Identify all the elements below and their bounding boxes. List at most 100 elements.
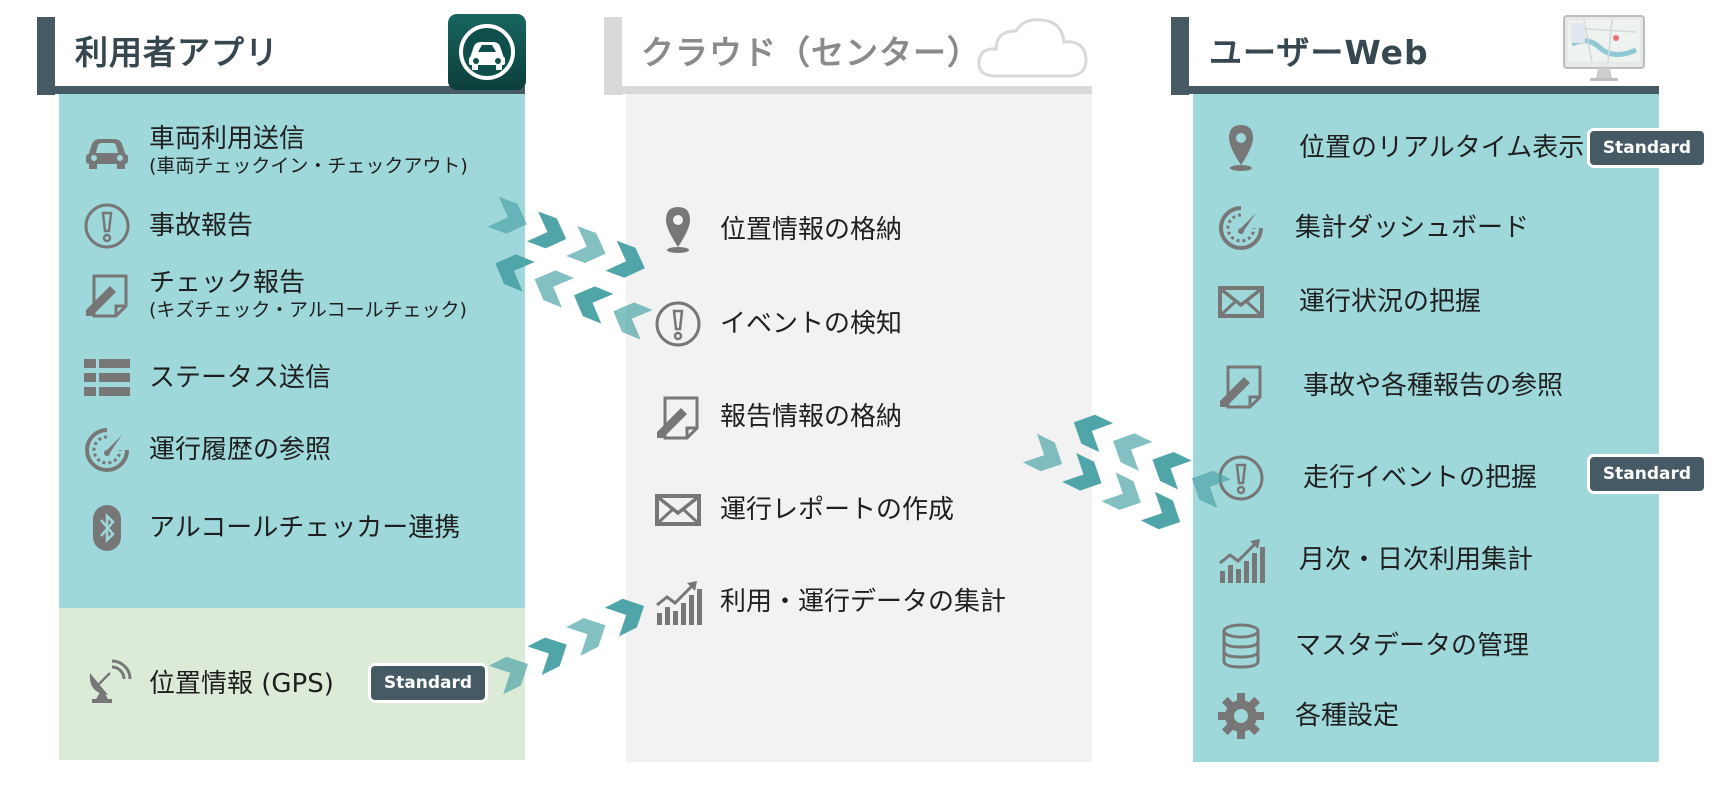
gear-icon bbox=[1215, 690, 1267, 742]
chevron-arrow-icon bbox=[1073, 414, 1114, 453]
list-item: 事故報告 bbox=[81, 200, 253, 252]
header-accent-bar bbox=[1171, 17, 1189, 95]
list-item: 運行レポートの作成 bbox=[652, 484, 954, 536]
chevron-arrow-icon bbox=[1062, 453, 1102, 491]
alert-circle-icon bbox=[81, 200, 133, 252]
item-label: 位置情報の格納 bbox=[720, 215, 903, 245]
list-item: 集計ダッシュボード bbox=[1215, 202, 1529, 254]
cloud-icon bbox=[976, 14, 1090, 80]
chevron-arrow-icon bbox=[1140, 491, 1181, 530]
chevron-arrow-icon bbox=[1152, 452, 1192, 490]
speedometer-icon bbox=[81, 424, 133, 476]
cloud-panel: 位置情報の格納 イベントの検知 報告情報の格納 運行レポートの作成 利用・運行デ… bbox=[626, 94, 1092, 762]
item-label: 利用・運行データの集計 bbox=[720, 587, 1007, 617]
cloud-title: クラウド（センター） bbox=[641, 33, 981, 72]
item-sublabel: (キズチェック・アルコールチェック) bbox=[149, 299, 467, 321]
item-label: チェック報告 bbox=[149, 268, 306, 298]
item-label: 各種設定 bbox=[1295, 701, 1400, 731]
standard-badge: Standard bbox=[1587, 454, 1707, 494]
list-item: 各種設定 bbox=[1215, 690, 1399, 742]
item-sublabel: (車両チェックイン・チェックアウト) bbox=[149, 155, 468, 177]
web-features-panel: 位置のリアルタイム表示 集計ダッシュボード 運行状況の把握 事故や各種報告の参照… bbox=[1193, 94, 1659, 762]
arrow-gps-to-cloud bbox=[488, 598, 645, 695]
arrow-cloud-to-app bbox=[495, 254, 653, 340]
bluetooth-icon bbox=[81, 502, 133, 554]
gps-panel: 位置情報 (GPS) Standard bbox=[59, 608, 525, 760]
arrow-web-to-cloud bbox=[1073, 414, 1232, 509]
chevron-arrow-icon bbox=[566, 618, 606, 656]
chevron-arrow-icon bbox=[534, 270, 575, 308]
header-accent-bar bbox=[604, 17, 622, 95]
list-item: 事故や各種報告の参照 bbox=[1215, 360, 1563, 412]
web-title: ユーザーWeb bbox=[1209, 33, 1429, 72]
chevron-arrow-icon bbox=[1113, 433, 1153, 471]
list-item: チェック報告 (キズチェック・アルコールチェック) bbox=[81, 268, 467, 322]
alert-circle-icon bbox=[652, 298, 704, 350]
chevron-arrow-icon bbox=[605, 240, 645, 278]
list-item: 走行イベントの把握 bbox=[1215, 452, 1537, 504]
standard-badge: Standard bbox=[1587, 128, 1707, 168]
arrow-cloud-to-web bbox=[1022, 433, 1181, 530]
header-underline bbox=[37, 86, 525, 94]
chevron-arrow-icon bbox=[573, 286, 614, 324]
bar-chart-icon bbox=[1215, 534, 1267, 586]
item-label: 車両利用送信 bbox=[149, 124, 306, 154]
chevron-arrow-icon bbox=[488, 656, 529, 695]
list-item: ステータス送信 bbox=[81, 352, 331, 404]
chevron-arrow-icon bbox=[526, 211, 567, 249]
item-label: 運行履歴の参照 bbox=[149, 435, 332, 465]
chevron-arrow-icon bbox=[613, 302, 653, 340]
arrow-app-to-cloud bbox=[487, 196, 645, 278]
header-accent-bar bbox=[37, 17, 55, 95]
report-note-icon bbox=[1215, 360, 1267, 412]
list-item: 位置のリアルタイム表示 bbox=[1215, 122, 1584, 174]
list-item: 月次・日次利用集計 bbox=[1215, 534, 1533, 586]
item-label: ステータス送信 bbox=[149, 363, 332, 393]
item-label: 集計ダッシュボード bbox=[1295, 213, 1530, 243]
list-item: イベントの検知 bbox=[652, 298, 902, 350]
item-label: アルコールチェッカー連携 bbox=[149, 513, 461, 543]
item-label: 事故や各種報告の参照 bbox=[1303, 371, 1564, 401]
app-logo-icon bbox=[448, 14, 526, 90]
item-label: 事故報告 bbox=[149, 211, 254, 241]
standard-badge: Standard bbox=[368, 663, 488, 703]
item-label: 位置情報 (GPS) bbox=[149, 669, 334, 699]
report-note-icon bbox=[81, 269, 133, 321]
chevron-arrow-icon bbox=[1101, 472, 1141, 510]
envelope-icon bbox=[652, 484, 704, 536]
list-item: アルコールチェッカー連携 bbox=[81, 502, 460, 554]
chevron-arrow-icon bbox=[1022, 433, 1063, 472]
list-icon bbox=[81, 352, 133, 404]
database-icon bbox=[1215, 620, 1267, 672]
item-label: 位置のリアルタイム表示 bbox=[1299, 133, 1585, 163]
header-underline bbox=[604, 86, 1092, 94]
envelope-icon bbox=[1215, 276, 1267, 328]
list-item: 利用・運行データの集計 bbox=[652, 576, 1006, 628]
item-label: 運行状況の把握 bbox=[1299, 287, 1482, 317]
list-item: 運行状況の把握 bbox=[1215, 276, 1481, 328]
item-label: イベントの検知 bbox=[720, 309, 903, 339]
list-item: 運行履歴の参照 bbox=[81, 424, 331, 476]
app-title: 利用者アプリ bbox=[75, 33, 279, 72]
chevron-arrow-icon bbox=[604, 598, 645, 637]
report-note-icon bbox=[652, 391, 704, 443]
list-item: 位置情報 (GPS) bbox=[81, 658, 334, 710]
chevron-arrow-icon bbox=[527, 637, 567, 676]
chevron-arrow-icon bbox=[1191, 470, 1232, 509]
satellite-dish-icon bbox=[81, 658, 133, 710]
chevron-arrow-icon bbox=[566, 226, 606, 264]
list-item: 車両利用送信 (車両チェックイン・チェックアウト) bbox=[81, 124, 468, 178]
item-label: 走行イベントの把握 bbox=[1303, 463, 1538, 493]
chevron-arrow-icon bbox=[487, 196, 527, 234]
monitor-icon bbox=[1562, 14, 1646, 84]
map-pin-icon bbox=[652, 204, 704, 256]
app-features-panel: 車両利用送信 (車両チェックイン・チェックアウト) 事故報告 チェック報告 (キ… bbox=[59, 94, 525, 608]
item-label: 報告情報の格納 bbox=[720, 402, 903, 432]
map-pin-icon bbox=[1215, 122, 1267, 174]
list-item: マスタデータの管理 bbox=[1215, 620, 1529, 672]
item-label: 運行レポートの作成 bbox=[720, 495, 955, 525]
car-icon bbox=[81, 125, 133, 177]
bar-chart-icon bbox=[652, 576, 704, 628]
item-label: マスタデータの管理 bbox=[1295, 631, 1530, 661]
